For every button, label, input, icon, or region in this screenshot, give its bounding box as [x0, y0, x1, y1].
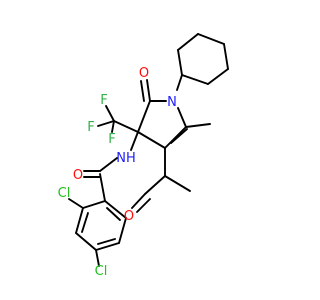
bond	[81, 212, 89, 233]
bond	[97, 238, 116, 245]
bond	[99, 157, 118, 172]
bond	[106, 207, 121, 221]
bond	[111, 120, 115, 133]
chlorine-ortho-label: Cl	[58, 186, 71, 201]
nh-label: NH	[116, 151, 136, 166]
fluorine-2-label: F	[87, 120, 94, 135]
bond	[95, 249, 100, 267]
bond	[140, 80, 145, 102]
bond	[82, 200, 106, 209]
bond	[68, 198, 84, 209]
bond	[104, 200, 127, 219]
bond	[137, 100, 151, 133]
oxygen-acetyl-label: O	[124, 209, 134, 224]
nitrogen-ring-label: N	[167, 95, 177, 110]
chlorine-para-label: Cl	[95, 264, 108, 279]
fluorine-3-label: F	[108, 132, 115, 147]
bond	[177, 107, 187, 128]
fluorine-1-label: F	[100, 93, 107, 108]
bonds	[68, 33, 229, 267]
oxygen-lactam-label: O	[139, 66, 149, 81]
bond	[185, 123, 211, 128]
bond	[137, 131, 166, 149]
bond	[177, 33, 199, 51]
bond	[177, 49, 183, 76]
bond	[75, 207, 84, 234]
bond	[118, 217, 127, 244]
molecule-drawing: N O O O NH F F F Cl Cl	[58, 33, 229, 279]
bond	[99, 173, 106, 202]
bond	[207, 68, 229, 85]
structure-canvas: N O O O NH F F F Cl Cl	[58, 33, 229, 279]
bond	[146, 79, 151, 102]
bond	[181, 74, 209, 85]
bond	[170, 128, 188, 144]
bond	[113, 120, 139, 133]
bond	[223, 43, 229, 70]
oxygen-amide-label: O	[73, 168, 83, 183]
atom-labels: N O O O NH F F F Cl Cl	[58, 66, 177, 279]
bond	[130, 131, 139, 151]
bond	[95, 242, 120, 251]
bond	[164, 126, 187, 149]
bond	[176, 74, 183, 91]
bond	[75, 232, 97, 251]
bond	[164, 175, 191, 192]
bond	[197, 33, 225, 45]
bond	[105, 105, 115, 122]
bond	[144, 175, 166, 195]
bond	[97, 120, 115, 127]
bond	[136, 198, 151, 213]
bond	[131, 193, 146, 209]
